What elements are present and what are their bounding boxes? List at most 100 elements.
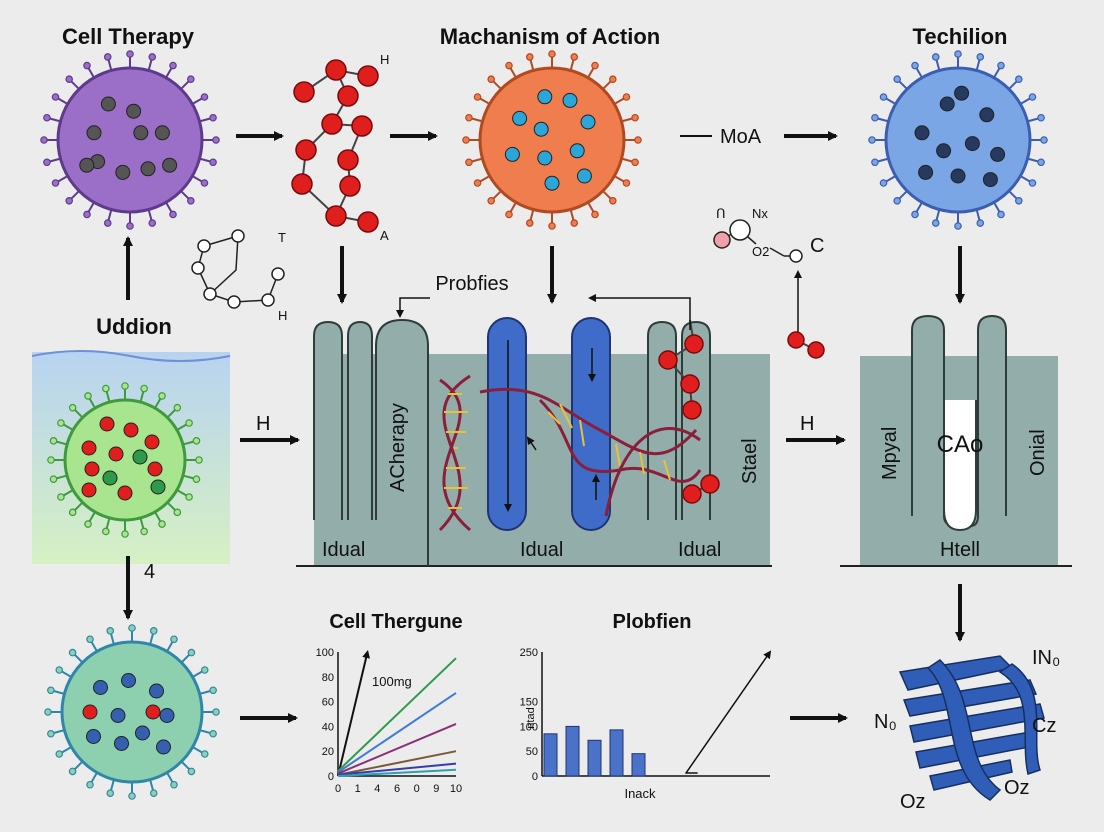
line-chart-y-tick: 100 [316,647,334,659]
cell-spike-tip [149,627,158,635]
green-cell [47,382,203,538]
cell-particle [562,92,578,108]
cell-particle [154,125,170,141]
bar-chart-y-tick: 50 [526,746,538,758]
cell-particle [102,470,118,486]
cell-spike-tip [47,456,55,464]
cell-spike-tip [43,158,51,167]
small-t-label: T [278,230,286,245]
cell-spike-tip [126,222,134,230]
cell-spike-tip [631,158,639,167]
cell-particle [537,89,553,105]
cell-particle [86,125,102,141]
cell-particle [93,680,108,695]
mpyal-label: Mpyal [879,427,901,480]
molecule-h-label: H [380,52,389,67]
protein-oz-right-label: Oz [1004,777,1030,799]
cell-spike-tip [200,179,209,187]
cell-spike-tip [40,136,48,144]
cell-particle [133,125,149,141]
cell-spike-tip [68,508,77,517]
fluid-surface [31,350,231,362]
cell-spike-tip [158,392,166,400]
cell-spike-tip [487,75,495,83]
acherapy-label: ACherapy [387,403,409,492]
cell-spike-tip [609,197,617,205]
cell-spike-tip [473,93,482,101]
cell-particle [81,482,97,498]
cell-spike-tip [879,179,888,187]
bar-chart-ylabel: ntad [525,707,537,728]
cell-particle [82,704,98,720]
cell-spike-tip [548,50,556,58]
line-chart-series [337,692,457,774]
cell-particle [108,446,124,462]
line-chart-series [337,657,457,772]
cell-particle [990,146,1006,162]
cell-spike-tip [121,382,129,390]
cell-spike-tip [106,789,115,797]
cell-particle [979,107,995,123]
cell-spike-tip [200,750,209,758]
teal-cell [44,624,220,800]
cell-spike-tip [487,197,495,205]
cell-spike-tip [102,384,110,393]
cell-spike-tip [570,53,579,61]
cell-spike-tip [140,384,148,393]
cell-spike-tip [192,437,201,445]
onial-label: Onial [1027,429,1049,476]
cell-spike-tip [473,179,482,187]
bar-chart-bar [543,733,558,777]
idual-label-1: Idual [322,539,365,561]
probfies-bracket-right [588,294,691,330]
line-chart-x-tick: 6 [394,783,400,795]
red-molecule-chain [291,59,379,233]
cell-body [63,398,187,522]
cell-particle [533,121,549,137]
cell-particle [569,143,585,159]
cell-spike-tip [622,179,631,187]
cell-spike-tip [158,520,166,528]
cell-spike-tip [1037,113,1045,122]
white-molecule [191,229,285,309]
title-cell-therapy: Cell Therapy [62,24,195,49]
cell-particle [954,85,970,101]
bar-chart-y-tick: 0 [532,771,538,783]
cell-spike-tip [55,666,64,674]
line-chart-series [337,762,457,776]
cell-spike-tip [200,666,209,674]
bar-chart-bar [609,729,624,777]
cell-spike-tip [84,520,92,528]
cell-spike-tip [83,210,91,219]
cell-spike-tip [931,219,940,227]
cell-spike-tip [911,61,919,70]
cell-particle [914,125,930,141]
cell-spike-tip [631,113,639,122]
cell-spike-tip [57,493,65,501]
cell-particle [126,103,142,119]
cell-spike-tip [121,530,129,538]
dna-arrow [526,436,537,451]
cell-spike-tip [86,780,94,789]
cell-particle [121,673,136,688]
membrane-red-molecule [658,319,720,504]
cell-spike-tip [103,53,112,61]
cell-spike-tip [44,708,52,716]
cell-particle [79,157,95,173]
cell-spike-tip [465,158,473,167]
cell-spike-tip [931,53,940,61]
cell-particle [99,416,115,432]
protein-in0-label: IN₀ [1032,647,1060,669]
cell-particle [950,168,966,184]
cell-spike-tip [911,210,919,219]
four-label: 4 [144,561,155,583]
line-chart-y-tick: 60 [322,697,334,709]
cell-spike-tip [462,136,470,144]
protein-structure [898,655,1045,801]
cell-spike-tip [68,767,77,776]
cell-spike-tip [68,403,77,412]
cell-spike-tip [185,493,193,501]
cell-particle [117,485,133,501]
cell-spike-tip [86,635,94,644]
